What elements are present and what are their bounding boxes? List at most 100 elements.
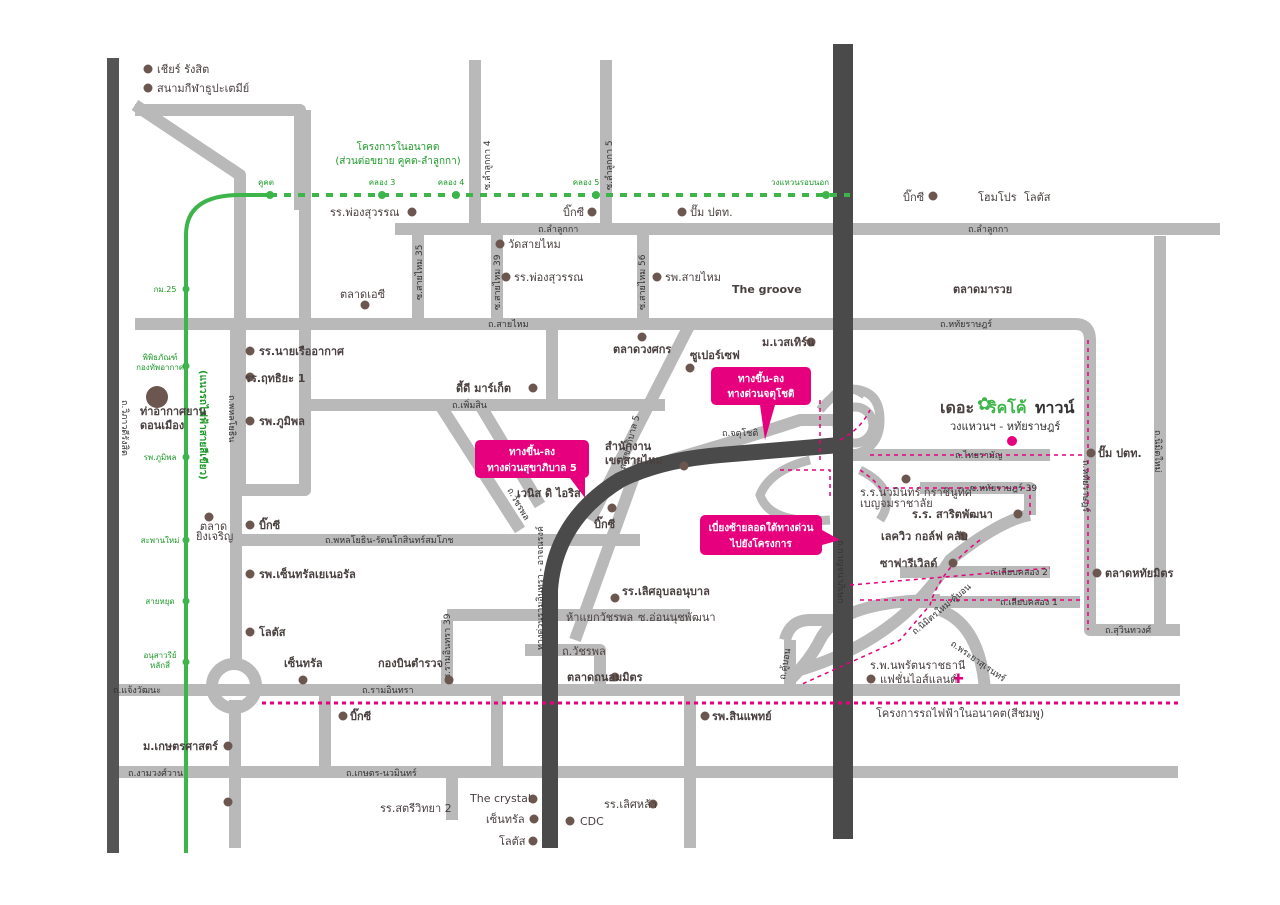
label-kanchanaphisek: ถ.กาญจนาภิเษก bbox=[835, 540, 846, 603]
label-suwinthawong: ถ.สุวินทวงศ์ bbox=[1105, 624, 1151, 636]
road-kanchanaphisek bbox=[833, 44, 853, 839]
label-khu-bon: ถ.คู้บอน bbox=[777, 647, 793, 680]
poi-talat-or-sor: ตลาดเอซี bbox=[340, 288, 386, 301]
green-line bbox=[182, 191, 850, 853]
poi-talat-wongsakorn: ตลาดวงศกร bbox=[613, 343, 671, 356]
poi-wat-sai-mai: วัดสายไหม bbox=[508, 238, 561, 251]
poi-the-groove: The groove bbox=[732, 283, 802, 296]
poi-central-hosp: รพ.เซ็นทรัลเยเนอรัล bbox=[259, 567, 356, 581]
poi-big-c-mid: บิ๊กซี bbox=[594, 516, 616, 531]
poi-sinphaet: รพ.สินแพทย์ bbox=[712, 710, 772, 723]
poi-talat-nonmitr: ตลาดถนอมมิตร bbox=[567, 671, 643, 684]
poi-satri: รร.สตรีวิทยา 2 bbox=[380, 802, 452, 815]
poi-ptt-right: ปั๊ม ปตท. bbox=[1098, 445, 1142, 460]
road-phahon-diagonal bbox=[131, 100, 246, 324]
label-hathairat: ถ.หทัยราษฎร์ bbox=[940, 318, 992, 330]
poi-lotus-bottom: โลตัส bbox=[499, 834, 526, 848]
poi-ptt-top: ปั๊ม ปตท. bbox=[690, 204, 733, 219]
label-phun-sin: ถ.เพิ่มสิน bbox=[452, 398, 487, 411]
poi-airforce-school: รร.นายเรืออากาศ bbox=[259, 345, 345, 358]
poi-nawamin-1: ร.ร.นวมินทร์ กราชินูทิศ bbox=[860, 486, 972, 499]
station-anusawari-1: อนุสาวรีย์ bbox=[143, 650, 176, 660]
project-name-3: ทาวน์ bbox=[1035, 398, 1075, 417]
poi-lertsupan: รร.เลิศอุบลอนุบาล bbox=[622, 585, 710, 599]
station-museum-2: กองทัพอากาศ bbox=[136, 363, 184, 372]
poi-big-c-left: บิ๊กซี bbox=[259, 517, 281, 532]
label-phahon-ratchasin: ถ.พหลโยธิน-รัตนโกสินทร์สมโภช bbox=[325, 534, 454, 546]
poi-nawamin-2: เบญจมราชาลัย bbox=[860, 497, 933, 510]
poi-dee-dee: ดี้ดี มาร์เก็ต bbox=[456, 380, 511, 395]
label-phahon-v: ถ.พหลโยธิน bbox=[226, 395, 237, 442]
poi-talat-ying-1: ตลาด bbox=[200, 520, 227, 533]
poi-lertlah: รร.เลิศหล้า bbox=[604, 798, 657, 811]
poi-crystal: The crystal bbox=[469, 792, 531, 805]
poi-lakeview: เลควิว กอล์ฟ คลับ bbox=[881, 530, 968, 543]
label-soi-lamlukka4: ซ.ลำลูกกา 4 bbox=[482, 140, 493, 190]
label-soi-saimai39: ซ.สายไหม 39 bbox=[492, 254, 503, 310]
station-khlong5: คลอง 5 bbox=[573, 178, 600, 187]
callout-turnleft-l2: ไปยังโครงการ bbox=[729, 537, 792, 550]
station-khukhot: คูคต bbox=[258, 178, 274, 188]
label-thai-raman: ถ.ไทยรามัญ bbox=[955, 450, 1003, 461]
callout-sukhaphiban5-l1: ทางขึ้น-ลง bbox=[509, 444, 555, 458]
poi-airport-2: ดอนเมือง bbox=[140, 419, 184, 432]
label-nimit-mai: ถ.นิมิตใหม่ bbox=[1152, 430, 1163, 473]
poi-soi-kaset: ซ.อ่อนนุชพัฒนา bbox=[638, 611, 716, 624]
road-vibhavadi bbox=[107, 58, 119, 853]
label-liap-khlong1: ถ.เลียบคลอง 1 bbox=[1000, 597, 1058, 608]
station-bhumibol: รพ.ภูมิพล bbox=[144, 453, 177, 463]
label-chaeng-watthana: ถ.แจ้งวัฒนะ bbox=[113, 685, 161, 696]
poi-kuttira: รร.ฤทธิยะ 1 bbox=[245, 372, 305, 385]
label-ngam-wong-wan: ถ.งามวงศ์วาน bbox=[128, 767, 183, 779]
road-curve-east-2 bbox=[785, 594, 941, 685]
project-subtitle: วงแหวนฯ - หทัยราษฎร์ bbox=[950, 420, 1060, 433]
poi-kaset-univ: ม.เกษตรศาสตร์ bbox=[143, 740, 218, 753]
poi-homepro: โฮมโปร bbox=[978, 190, 1017, 204]
station-anusawari-2: หลักสี่ bbox=[150, 659, 170, 670]
road-expressway bbox=[542, 437, 841, 848]
poi-kongbin: กองบินตำรวจ bbox=[378, 657, 443, 670]
poi-pong-suwan2: รร.พ่องสุวรรณ bbox=[514, 271, 583, 284]
label-ram-intra: ถ.รามอินทรา bbox=[362, 685, 414, 696]
label-soi-lamlukka5: ซ.ลำลูกกา 5 bbox=[604, 140, 615, 190]
poi-stadium: สนามกีฬาธูปะเตมีย์ bbox=[157, 82, 249, 95]
label-kaset-nawamin: ถ.เกษตร-นวมินทร์ bbox=[346, 767, 417, 779]
station-ring: วงแหวนรอบนอก bbox=[771, 178, 829, 187]
poi-big-c-top: บิ๊กซี bbox=[563, 204, 585, 219]
poi-lotus-mid: โลตัส bbox=[258, 625, 286, 639]
poi-talat-kaset: ห้าแยกวัชรพล bbox=[566, 611, 633, 624]
station-khlong4: คลอง 4 bbox=[438, 178, 465, 187]
label-soi-saimai56: ซ.สายไหม 56 bbox=[637, 254, 648, 310]
poi-pong-suwan: รร.พ่องสุวรรณ bbox=[330, 206, 399, 219]
poi-sai-mai-hosp: รพ.สายไหม bbox=[665, 271, 721, 284]
poi-supersap: ซูเปอร์เซฟ bbox=[690, 349, 740, 363]
poi-talat-ying-2: ยิ่งเจริญ bbox=[195, 528, 233, 543]
green-future-1: โครงการในอนาคต bbox=[357, 140, 440, 153]
road-network bbox=[110, 60, 1220, 848]
poi-rangsit: เชียร์ รังสิต bbox=[157, 63, 209, 76]
route-arrows bbox=[780, 340, 1089, 686]
poi-big-c-right: บิ๊กซี bbox=[903, 189, 925, 204]
callout-chatuchot-l1: ทางขึ้น-ลง bbox=[738, 371, 784, 385]
station-km25: กม.25 bbox=[154, 285, 177, 294]
label-sai-mai: ถ.สายไหม bbox=[488, 319, 529, 330]
project-name-1: เดอะ bbox=[940, 398, 974, 417]
poi-lotus-top: โลตัส bbox=[1024, 190, 1051, 204]
poi-cdc: CDC bbox=[580, 815, 604, 828]
pink-line-label: โครงการรถไฟฟ้าในอนาคต(สีชมพู) bbox=[876, 706, 1044, 720]
label-soi-ramintra39: ซ.รามอินทรา 39 bbox=[442, 613, 453, 680]
hospital-cross-icon: ✚ bbox=[953, 672, 964, 687]
project-name-2: ริคโค้ bbox=[987, 397, 1027, 417]
callout-sukhaphiban5-l2: ทางด่วนสุขาภิบาล 5 bbox=[487, 462, 577, 474]
road-phraya-suren bbox=[937, 604, 991, 691]
poi-airport-1: ท่าอากาศยาน bbox=[140, 405, 207, 418]
label-hathairat-v: ถ.หทัยราษฎร์ bbox=[1080, 460, 1092, 512]
callout-chatuchot: ทางขึ้น-ลง ทางด่วนจตุโชติ bbox=[711, 367, 811, 440]
label-lam-luk-ka: ถ.ลำลูกกา bbox=[538, 224, 578, 235]
poi-talat-hathairat: ตลาดหทัยมิตร bbox=[1105, 567, 1174, 580]
poi-m-western: ม.เวสเทิร์น bbox=[762, 336, 815, 349]
label-liap-khlong2: ถ.เลียบคลอง 2 bbox=[990, 567, 1048, 578]
leaf-icon: ✿ bbox=[977, 394, 992, 415]
station-sai-yut: สายหยุด bbox=[145, 597, 174, 606]
